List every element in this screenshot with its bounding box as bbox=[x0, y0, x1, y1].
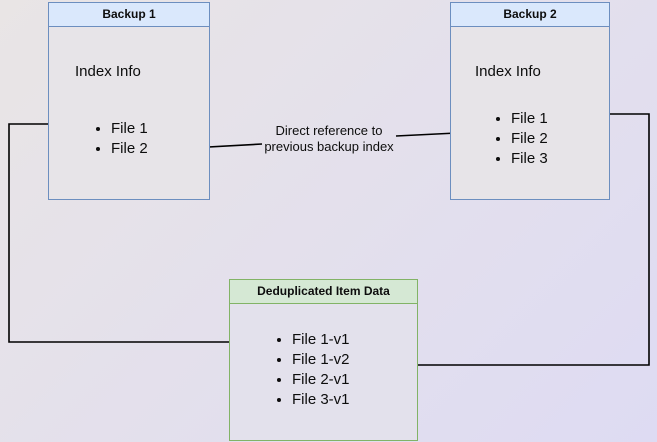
node-backup-2[interactable]: Backup 2 Index Info File 1 File 2 File 3 bbox=[450, 2, 610, 200]
list-item: File 1-v2 bbox=[292, 350, 350, 370]
node-deduplicated-item-data[interactable]: Deduplicated Item Data File 1-v1 File 1-… bbox=[229, 279, 418, 441]
list-item: File 3-v1 bbox=[292, 390, 350, 410]
backup-1-subtitle: Index Info bbox=[75, 63, 141, 80]
backup-2-subtitle: Index Info bbox=[475, 63, 541, 80]
node-backup-1-header: Backup 1 bbox=[49, 3, 209, 27]
list-item: File 3 bbox=[511, 149, 548, 169]
backup-2-file-list: File 1 File 2 File 3 bbox=[495, 109, 548, 169]
list-item: File 1-v1 bbox=[292, 330, 350, 350]
backup-1-file-list: File 1 File 2 bbox=[95, 119, 148, 159]
list-item: File 2 bbox=[111, 139, 148, 159]
list-item: File 1 bbox=[111, 119, 148, 139]
node-backup-1[interactable]: Backup 1 Index Info File 1 File 2 bbox=[48, 2, 210, 200]
node-backup-1-body: Index Info File 1 File 2 bbox=[49, 27, 209, 199]
node-backup-2-header: Backup 2 bbox=[451, 3, 609, 27]
dedup-file-list: File 1-v1 File 1-v2 File 2-v1 File 3-v1 bbox=[276, 330, 350, 410]
node-dedup-body: File 1-v1 File 1-v2 File 2-v1 File 3-v1 bbox=[230, 304, 417, 440]
list-item: File 1 bbox=[511, 109, 548, 129]
list-item: File 2 bbox=[511, 129, 548, 149]
list-item: File 2-v1 bbox=[292, 370, 350, 390]
edge-label-direct-reference: Direct reference to previous backup inde… bbox=[264, 123, 394, 154]
node-dedup-header: Deduplicated Item Data bbox=[230, 280, 417, 304]
node-backup-2-body: Index Info File 1 File 2 File 3 bbox=[451, 27, 609, 199]
